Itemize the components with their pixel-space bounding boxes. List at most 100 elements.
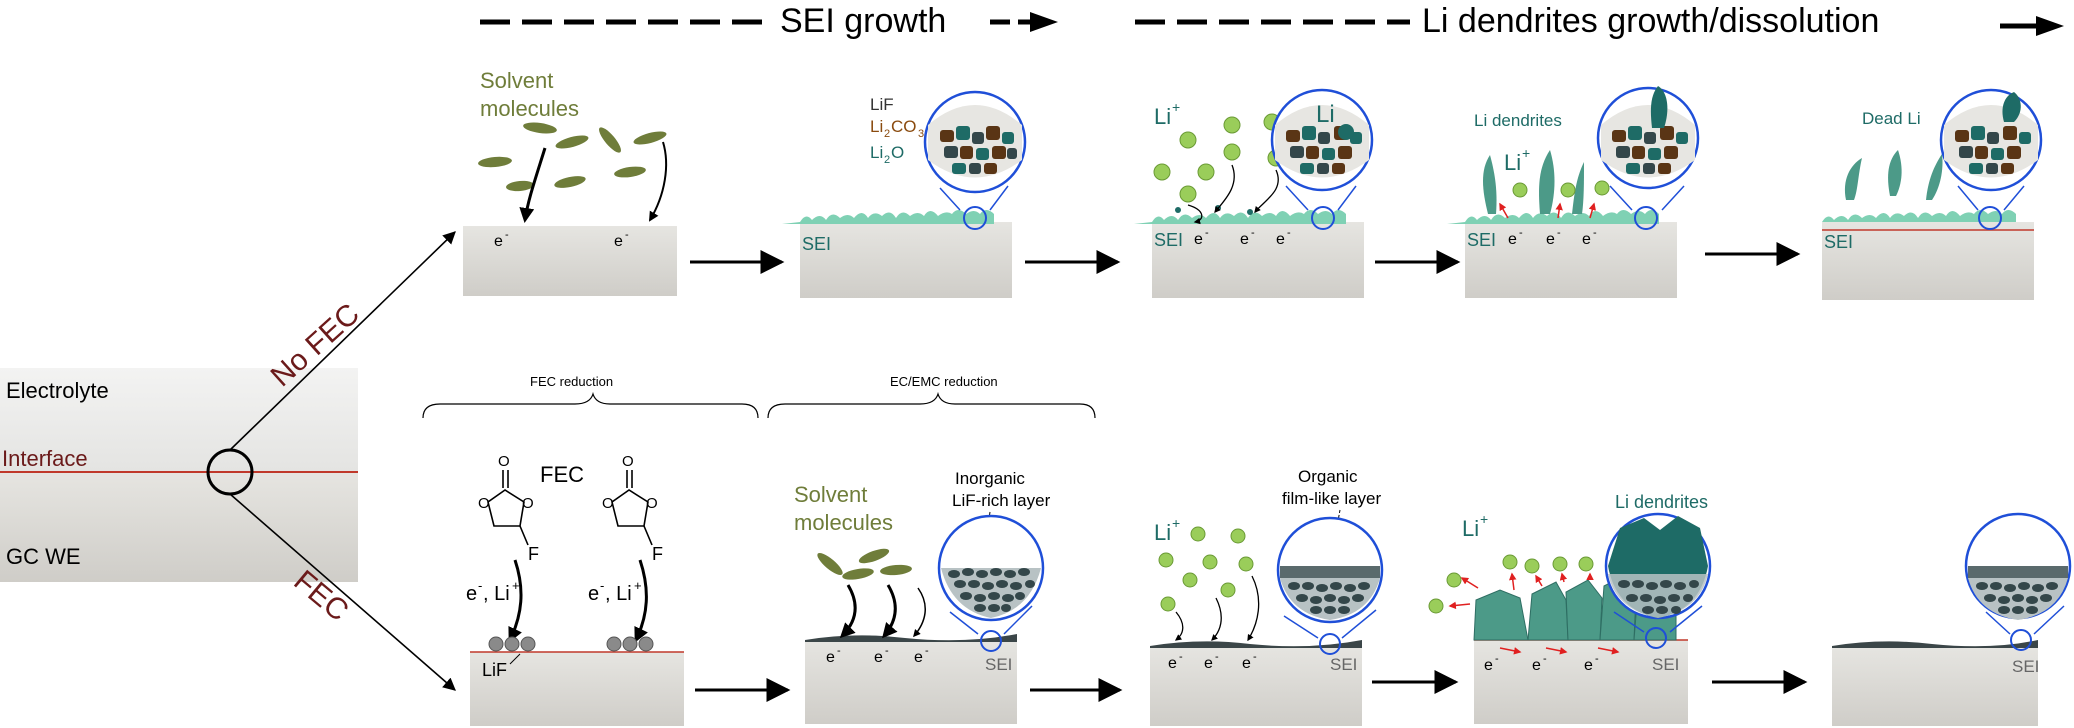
li-dendrites-header-label: Li dendrites growth/dissolution [1422,2,1879,40]
svg-text:-: - [1519,227,1523,239]
brace-fec-reduction [422,391,759,419]
svg-text:-: - [505,229,509,241]
svg-text:Li: Li [870,143,883,162]
svg-text:+: + [1480,511,1488,527]
svg-text:-: - [1287,227,1291,239]
svg-text:O: O [622,453,634,470]
svg-text:SEI: SEI [1652,655,1679,674]
header-li-dendrites: Li dendrites growth/dissolution [1135,2,2064,40]
svg-text:Li: Li [1154,104,1171,129]
li-ion-icons-t3 [1153,113,1285,203]
svg-text:O: O [522,495,534,512]
top-panel-3: SEI Li + e - e - e - [1134,88,1374,298]
svg-text:e: e [1204,655,1213,672]
bottom-solvent-line1: Solvent [794,482,867,507]
svg-text:-: - [625,229,629,241]
fec-molecule-2 [611,470,653,546]
inorganic-line1: Inorganic [955,469,1025,488]
header-arrow-head [1030,12,1058,32]
bottom-panel-3: SEI Li + e - e - e - Organic film-like l… [1150,467,1384,726]
svg-text:-: - [1215,651,1219,663]
top-panel-1: Solvent molecules e - e - [463,68,677,296]
svg-text:-: - [1205,227,1209,239]
svg-text:O: O [891,143,904,162]
sei-growth-label: SEI growth [780,2,946,40]
svg-text:e: e [1168,655,1177,672]
svg-text:-: - [478,578,482,593]
fec-molecule-label: FEC [540,462,584,487]
organic-line2: film-like layer [1282,489,1382,508]
ec-emc-reduction-label: EC/EMC reduction [890,374,998,389]
svg-text:e: e [466,583,477,605]
top-panel-2: SEI LiF Li 2 CO 3 Li 2 O [782,90,1027,298]
svg-text:SEI: SEI [1154,230,1183,250]
magnifier-b2 [937,514,1045,652]
svg-text:O: O [478,495,490,512]
magnifier-t5 [1939,88,2043,230]
svg-text:2: 2 [884,154,890,166]
header-arrow-head-2 [2036,16,2064,36]
magnifier-t2 [923,90,1027,230]
svg-text:Li: Li [870,117,883,136]
bottom-lif-label: LiF [482,660,507,680]
organic-line1: Organic [1298,467,1358,486]
fec-branch-arrow [229,493,456,691]
svg-text:+: + [634,578,642,593]
svg-text:e: e [914,649,923,666]
svg-text:-: - [925,645,929,657]
svg-text:O: O [498,453,510,470]
top-li-dendrites-label: Li dendrites [1474,111,1562,130]
magnifier-t3: Li [1270,88,1374,230]
top-solvent-line2: molecules [480,96,579,121]
svg-text:SEI: SEI [1330,655,1357,674]
svg-text:e: e [1532,657,1541,674]
svg-text:O: O [602,495,614,512]
svg-text:e: e [1584,657,1593,674]
electrode-label: GC WE [6,544,81,569]
svg-text:-: - [600,578,604,593]
svg-text:e: e [614,233,623,250]
interface-label: Interface [2,446,88,471]
svg-text:+: + [1172,515,1180,531]
dead-li-shapes [1844,150,1943,200]
svg-text:Li: Li [1504,150,1521,175]
top-panel-4: SEI Li dendrites Li + e - e - e - [1447,86,1700,298]
dead-li-label: Dead Li [1862,109,1921,128]
svg-text:O: O [646,495,658,512]
fec-reduction-label: FEC reduction [530,374,613,389]
top-solvent-line1: Solvent [480,68,553,93]
svg-text:e: e [1582,231,1591,248]
svg-text:, Li: , Li [605,583,632,605]
li-atom-label: Li [1316,101,1335,128]
svg-text:e: e [1242,655,1251,672]
bottom-li-dendrites-label: Li dendrites [1615,492,1708,512]
header-sei-growth: SEI growth [480,2,1058,40]
magnifier-t4 [1596,86,1700,230]
svg-text:+: + [1522,145,1530,161]
solvent-molecule-icons [478,122,667,192]
magnifier-b3 [1276,516,1384,655]
svg-text:-: - [885,645,889,657]
svg-text:e: e [1508,231,1517,248]
inorganic-line2: LiF-rich layer [952,491,1051,510]
top-panel-5: SEI Dead Li [1804,88,2043,300]
top-sei-label-2: SEI [802,234,831,254]
brace-ec-emc-reduction [767,391,1096,419]
svg-text:CO: CO [891,117,917,136]
svg-text:e: e [874,649,883,666]
svg-text:-: - [1543,653,1547,665]
svg-text:-: - [1253,651,1257,663]
electrolyte-label: Electrolyte [6,378,109,403]
svg-text:, Li: , Li [483,583,510,605]
svg-text:e: e [826,649,835,666]
svg-text:SEI: SEI [2012,657,2039,676]
svg-text:-: - [1595,653,1599,665]
svg-text:e: e [1276,231,1285,248]
bottom-panel-2: SEI Solvent molecules e - e - e - Inorga… [794,469,1051,724]
svg-text:Li: Li [1154,520,1171,545]
bottom-solvent-line2: molecules [794,510,893,535]
svg-text:e: e [494,233,503,250]
svg-text:Li: Li [1462,516,1479,541]
